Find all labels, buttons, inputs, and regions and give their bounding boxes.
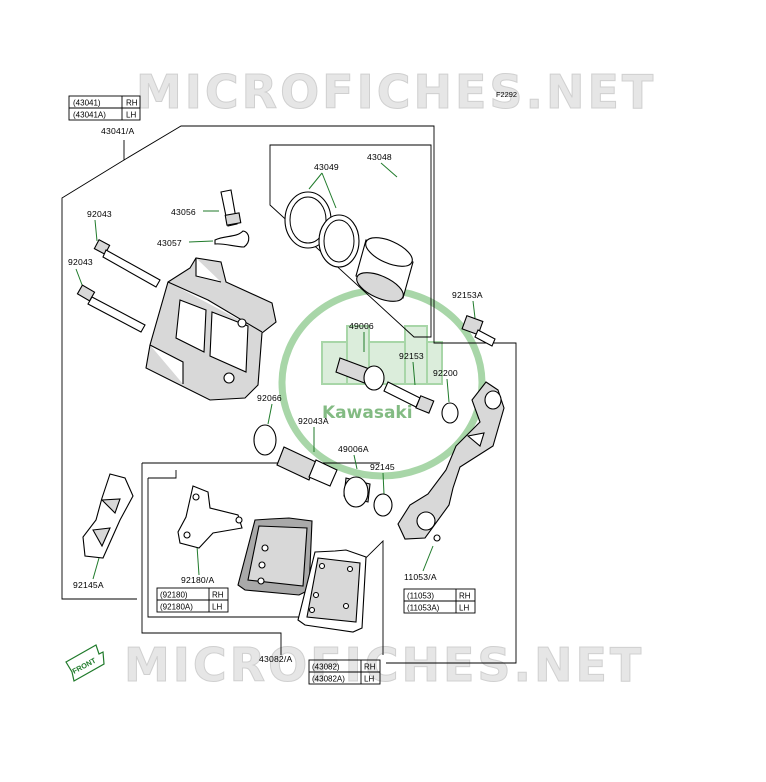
caliper-body <box>145 257 277 401</box>
table-11053-side-1: RH <box>459 592 471 601</box>
table-43082: (43082) RH (43082A) LH <box>308 659 381 685</box>
bolt-92153 <box>383 381 435 414</box>
label-11053a: 11053/A <box>404 572 437 582</box>
pad-shim-92180 <box>177 485 243 549</box>
table-92180-part-2: (92180A) <box>160 603 193 612</box>
table-43082-side-2: LH <box>364 675 374 684</box>
label-92200: 92200 <box>433 368 458 378</box>
kawasaki-logo-text: Kawasaki <box>322 403 413 423</box>
slide-pin-92043a <box>276 446 338 487</box>
frame-left <box>61 140 137 600</box>
label-92153a: 92153A <box>452 290 483 300</box>
label-43041a: 43041/A <box>101 126 134 136</box>
table-11053-side-2: LH <box>459 604 469 613</box>
table-11053: (11053) RH (11053A) LH <box>403 588 476 614</box>
table-92180-side-1: RH <box>212 591 224 600</box>
frame-piston <box>269 144 432 338</box>
caliper-piston <box>355 237 414 302</box>
pin-boot-49006a <box>343 476 371 508</box>
bleeder-screw <box>220 189 242 227</box>
label-43082a: 43082/A <box>259 654 292 664</box>
label-92066: 92066 <box>257 393 282 403</box>
table-92180-side-2: LH <box>212 603 222 612</box>
label-43049: 43049 <box>314 162 339 172</box>
label-92153: 92153 <box>399 351 424 361</box>
label-43056: 43056 <box>171 207 196 217</box>
table-43041: (43041) RH (43041A) LH <box>68 95 141 121</box>
table-43041-side-1: RH <box>126 99 138 108</box>
label-49006a: 49006A <box>338 444 369 454</box>
frame-right <box>123 125 517 664</box>
mounting-bolt-92153a <box>461 314 496 347</box>
label-92145: 92145 <box>370 462 395 472</box>
label-92043-mid: 92043 <box>68 257 93 267</box>
label-92180a: 92180/A <box>181 575 214 585</box>
label-92043-top: 92043 <box>87 209 112 219</box>
slide-pin-92043-top <box>93 239 161 288</box>
table-43082-part-1: (43082) <box>312 663 340 672</box>
washer-92200 <box>441 402 459 424</box>
table-11053-part-2: (11053A) <box>407 604 440 613</box>
table-43041-side-2: LH <box>126 111 136 120</box>
leader-lines <box>75 162 476 580</box>
pad-spring-92145a <box>82 473 134 559</box>
table-43082-part-2: (43082A) <box>312 675 345 684</box>
label-92145a: 92145A <box>73 580 104 590</box>
front-arrow-icon: FRONT <box>65 644 105 682</box>
watermark-bottom: MICROFICHES.NET <box>124 638 644 692</box>
table-43041-part-2: (43041A) <box>73 111 106 120</box>
table-92180: (92180) RH (92180A) LH <box>156 587 229 613</box>
watermark-top: MICROFICHES.NET <box>136 65 656 119</box>
pin-boot-49006 <box>335 357 385 391</box>
table-43041-part-1: (43041) <box>73 99 101 108</box>
label-49006: 49006 <box>349 321 374 331</box>
label-92043a: 92043A <box>298 416 329 426</box>
frame-pads-inner-top <box>148 470 177 479</box>
washer-92145 <box>373 493 393 517</box>
table-11053-part-1: (11053) <box>407 592 434 601</box>
caliper-bracket <box>397 381 505 542</box>
dust-seal-92066 <box>253 424 277 456</box>
brake-pad-1 <box>237 517 313 596</box>
label-43048: 43048 <box>367 152 392 162</box>
label-43057: 43057 <box>157 238 182 248</box>
piston-seal-2 <box>318 214 360 268</box>
figure-code: F2292 <box>496 90 517 99</box>
table-43082-side-1: RH <box>364 663 376 672</box>
frame-pads-outer <box>141 463 282 655</box>
bleeder-cap <box>214 230 250 248</box>
brake-pad-2 <box>297 549 367 633</box>
table-92180-part-1: (92180) <box>160 591 188 600</box>
slide-pin-92043-mid <box>76 284 146 333</box>
